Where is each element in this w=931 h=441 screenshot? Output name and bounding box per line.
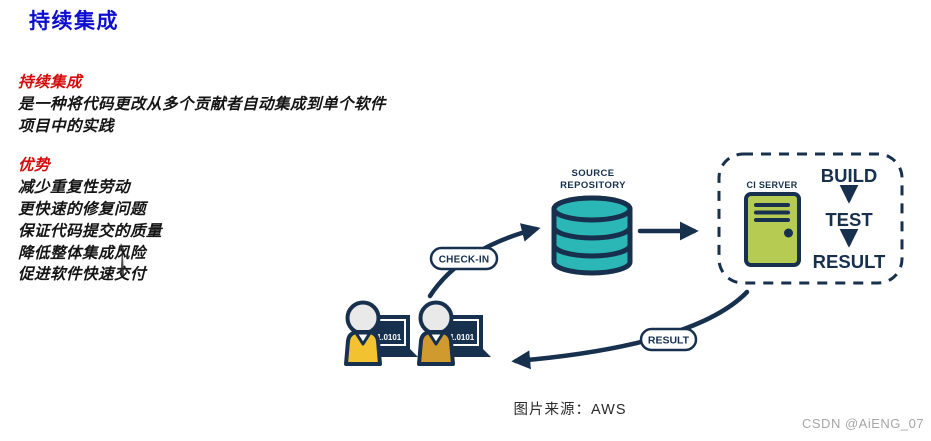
advantage-item: 更快速的修复问题: [18, 200, 147, 218]
result-pill: [639, 327, 698, 352]
mouse-cursor: [118, 243, 126, 275]
check-in-label: CHECK-IN: [439, 255, 490, 266]
developer-collar: [427, 331, 445, 346]
intro-heading: 持续集成: [18, 74, 83, 91]
advantage-item: 保证代码提交的质量: [18, 222, 163, 240]
advantage-item: 减少重复性劳动: [18, 179, 131, 197]
server-icon: [744, 192, 801, 267]
step-build-label: BUILD: [821, 165, 878, 186]
advantage-item: 促进软件快速交付: [18, 266, 147, 284]
check-in-pill: [429, 246, 499, 271]
step-test-label: TEST: [825, 209, 873, 230]
left-text-block: 持续集成 是一种将代码更改从多个贡献者自动集成到单个软件 项目中的实践 优势 减…: [18, 72, 386, 286]
developer-collar: [354, 331, 372, 346]
advantages-heading: 优势: [18, 157, 51, 175]
advantage-item: 降低整体集成风险: [18, 244, 147, 262]
image-source-caption: 图片来源：AWS: [513, 402, 627, 418]
page-title: 持续集成: [29, 10, 119, 33]
laptop-code-text: 1.0101: [450, 333, 475, 342]
developer-head: [418, 300, 454, 336]
laptop-code-text: 1.0101: [377, 333, 402, 342]
ci-server-label: CI SERVER: [746, 180, 797, 190]
database-icon: [551, 195, 633, 276]
result-arrow: [511, 289, 750, 370]
developer-head: [345, 300, 381, 336]
step-result-label: RESULT: [813, 251, 886, 272]
watermark: CSDN @AiENG_07: [802, 416, 925, 431]
intro-line: 项目中的实践: [18, 117, 115, 135]
source-repository-label-line2: REPOSITORY: [560, 180, 626, 191]
intro-line: 是一种将代码更改从多个贡献者自动集成到单个软件: [18, 95, 387, 113]
result-pill-label: RESULT: [648, 335, 690, 347]
developer-1: 1.0101: [344, 300, 418, 366]
source-repository-label-line1: SOURCE: [571, 168, 614, 179]
developer-2: 1.0101: [417, 300, 491, 366]
